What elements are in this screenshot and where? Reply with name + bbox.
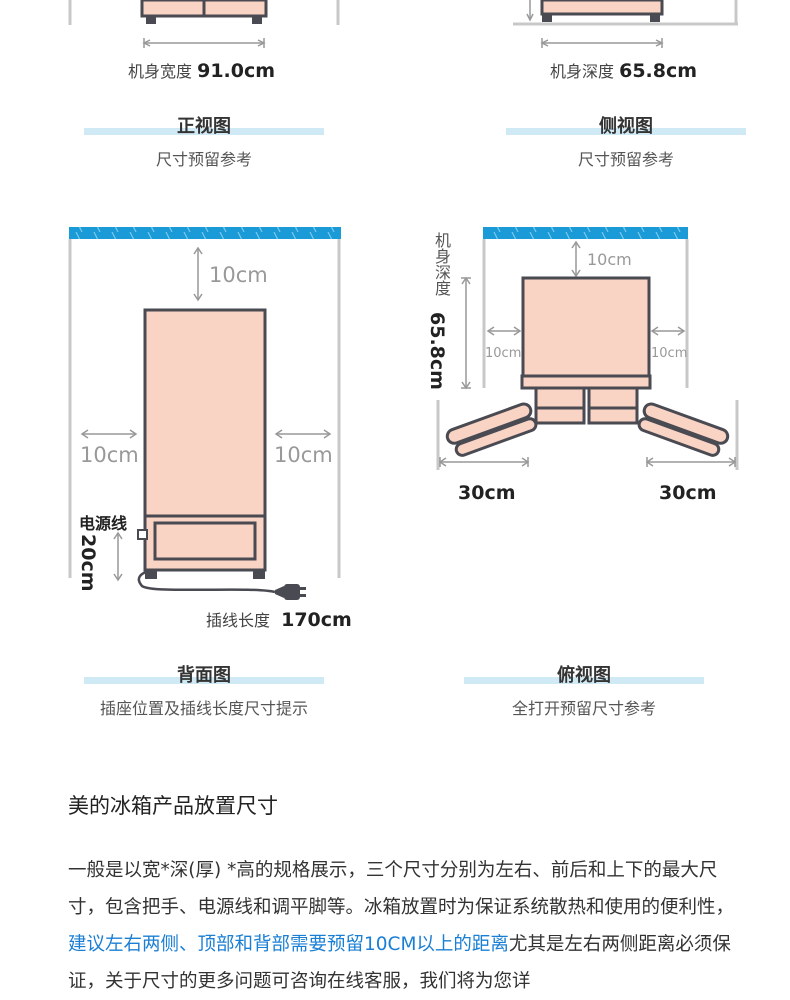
drawer-right xyxy=(587,386,639,425)
top-left-gap: 10cm xyxy=(485,346,521,361)
back-view-diagram: 10cm 10cm 10cm xyxy=(68,227,341,600)
plug-icon xyxy=(275,584,306,600)
top-wall-bar xyxy=(483,227,688,239)
front-width-value: 91.0cm xyxy=(197,60,276,82)
back-top-gap: 10cm xyxy=(209,263,268,287)
top-view-subtitle: 全打开预留尺寸参考 xyxy=(511,699,656,718)
fridge-top-body xyxy=(521,276,651,378)
side-view-title: 侧视图 xyxy=(506,112,746,138)
cable-length-label: 插线长度 xyxy=(206,611,271,630)
power-cord-gap: 20cm xyxy=(77,534,99,592)
fridge-foot-left xyxy=(146,16,156,24)
paragraph-part-1: 一般是以宽*深(厚) *高的规格展示，三个尺寸分别为左右、前后和上下的最大尺寸，… xyxy=(68,860,735,918)
side-depth-text: 机身深度 65.8cm xyxy=(550,58,697,82)
cable-length-value: 170cm xyxy=(281,609,352,631)
back-left-gap: 10cm xyxy=(80,443,139,467)
fridge-foot-right xyxy=(252,16,262,24)
width-dimension-arrow xyxy=(142,38,266,48)
ceiling-bar xyxy=(69,227,341,239)
power-socket xyxy=(137,529,148,540)
drawer-left xyxy=(534,386,586,425)
front-view-subtitle: 尺寸预留参考 xyxy=(155,150,252,169)
front-width-text: 机身宽度 91.0cm xyxy=(128,58,275,82)
side-view-subtitle: 尺寸预留参考 xyxy=(577,150,674,169)
top-view-diagram: 10cm 10cm 10cm 30cm 30cm xyxy=(436,227,739,504)
front-view-title: 正视图 xyxy=(84,112,324,138)
cable-length-text: 插线长度 170cm xyxy=(206,607,352,631)
top-view-title: 俯视图 xyxy=(464,661,704,687)
paragraph-highlight: 建议左右两侧、顶部和背部需要预留10CM以上的距离 xyxy=(68,934,509,955)
front-view-diagram xyxy=(68,0,340,48)
door-left-open xyxy=(445,402,538,457)
section-heading: 美的冰箱产品放置尺寸 xyxy=(68,794,278,818)
back-right-gap: 10cm xyxy=(274,443,333,467)
top-right-open: 30cm xyxy=(659,482,717,504)
side-depth-label: 机身深度 xyxy=(550,62,615,81)
power-cable xyxy=(137,568,276,594)
depth-dimension-arrow xyxy=(540,38,664,48)
fridge-back-body xyxy=(143,308,267,572)
fridge-side-base xyxy=(540,0,664,16)
back-view-subtitle: 插座位置及插线长度尺寸提示 xyxy=(99,699,308,718)
side-view-diagram xyxy=(513,0,738,48)
side-depth-value: 65.8cm xyxy=(619,60,698,82)
front-width-label: 机身宽度 xyxy=(128,62,193,81)
top-left-open: 30cm xyxy=(458,482,516,504)
back-view-title: 背面图 xyxy=(84,661,324,687)
top-right-gap: 10cm xyxy=(651,346,687,361)
top-depth-value: 65.8cm xyxy=(426,312,448,390)
door-right-open xyxy=(637,402,730,457)
power-cord-label: 电源线 xyxy=(79,514,128,533)
placement-paragraph: 一般是以宽*深(厚) *高的规格展示，三个尺寸分别为左右、前后和上下的最大尺寸，… xyxy=(68,852,744,1000)
top-top-gap: 10cm xyxy=(587,250,632,269)
compressor-panel xyxy=(153,521,257,561)
top-depth-label: 机身深度 xyxy=(432,232,451,296)
